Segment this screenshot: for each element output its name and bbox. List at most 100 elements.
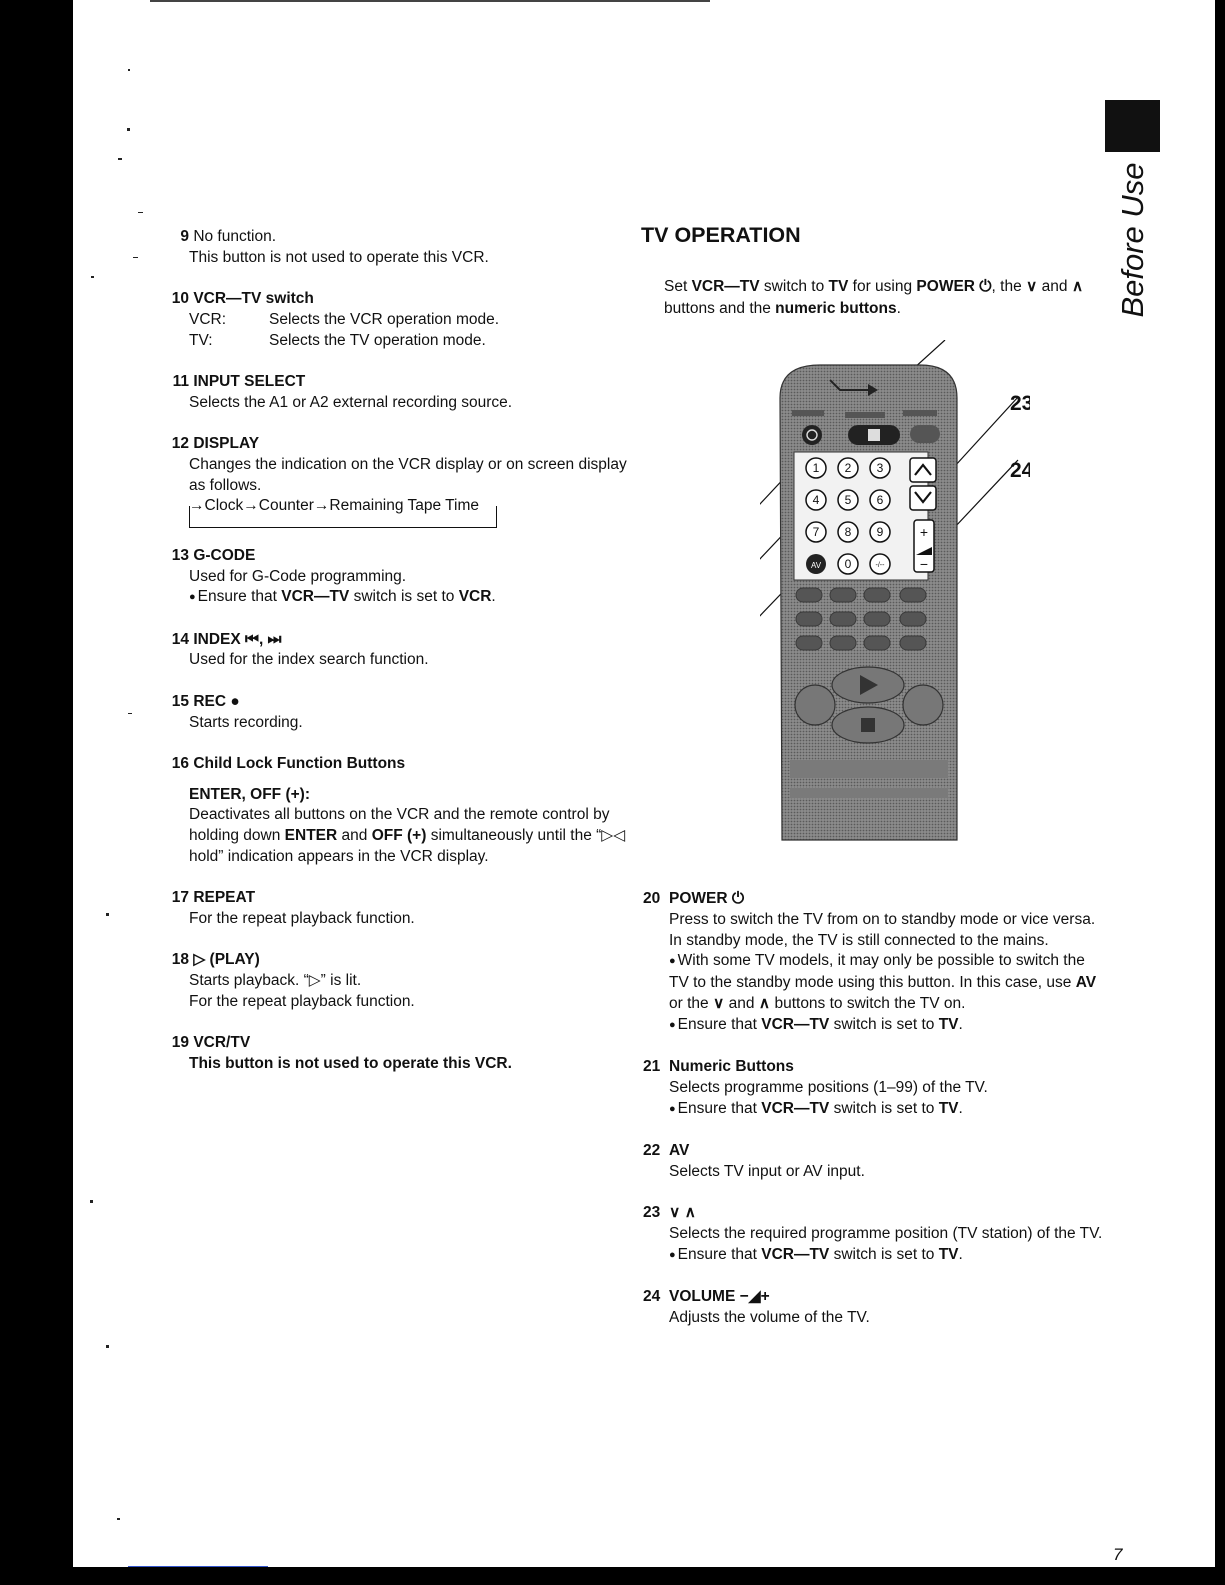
- callout-24: 24: [1010, 459, 1030, 482]
- bullet-note: Ensure that VCR—TV switch is set to TV.: [643, 1015, 1103, 1037]
- item-number: 17: [171, 889, 189, 907]
- key-3: 3: [877, 461, 884, 475]
- section-tab-block: [1105, 100, 1160, 152]
- item-text: Adjusts the volume of the TV.: [669, 1308, 870, 1326]
- item-text: For the repeat playback function.: [189, 910, 415, 928]
- scan-speck: [91, 276, 94, 278]
- key-1: 1: [813, 461, 820, 475]
- scan-edge-top: [150, 0, 710, 2]
- scan-speck: [127, 128, 130, 131]
- item-number: 20: [643, 890, 661, 907]
- item-number: 15: [171, 692, 189, 710]
- item-11: 11 INPUT SELECT Selects the A1 or A2 ext…: [163, 372, 633, 414]
- key-9: 9: [877, 525, 884, 539]
- def-key: TV:: [189, 331, 213, 349]
- item-title: G-CODE: [193, 546, 256, 564]
- item-title: AV: [669, 1141, 690, 1159]
- item-title: ▷ (PLAY): [193, 951, 260, 969]
- item-19: 19 VCR/TV This button is not used to ope…: [163, 1033, 633, 1075]
- item-number: 10: [171, 290, 189, 308]
- channel-down-key: [909, 485, 937, 511]
- item-text: Selects TV input or AV input.: [669, 1162, 865, 1180]
- item-title: Child Lock Function Buttons: [193, 754, 406, 772]
- scan-speck: [118, 158, 122, 160]
- item-17: 17 REPEAT For the repeat playback functi…: [163, 888, 633, 930]
- item-number: 11: [172, 372, 189, 390]
- item-number: 13: [171, 546, 189, 564]
- bullet-note: Ensure that VCR—TV switch is set to VCR.: [163, 587, 633, 609]
- scan-speck: [117, 1518, 120, 1520]
- item-subhead: ENTER, OFF (+):: [189, 785, 310, 803]
- item-number: 22: [643, 1141, 661, 1159]
- def-value: Selects the TV operation mode.: [269, 331, 486, 349]
- key-7: 7: [813, 525, 820, 539]
- key-0: 0: [845, 557, 852, 571]
- item-number: 23: [643, 1204, 661, 1222]
- item-text: Press to switch the TV from on to standb…: [669, 910, 1096, 949]
- item-15: 15 REC ● Starts recording.: [163, 692, 633, 734]
- display-cycle-loop: [189, 506, 498, 529]
- section-tab-label: Before Use: [1115, 162, 1150, 318]
- scan-speck: [106, 1345, 109, 1348]
- item-title: ∨ ∧: [669, 1204, 696, 1222]
- bullet-note: With some TV models, it may only be poss…: [643, 951, 1103, 1014]
- def-key: VCR:: [189, 310, 227, 328]
- scan-blue-line: [128, 1566, 268, 1567]
- scan-speck: [138, 212, 143, 213]
- volume-key: [913, 519, 935, 573]
- page-number: 7: [1113, 1545, 1123, 1564]
- display-cycle: →Clock→Counter→Remaining Tape Time: [189, 496, 498, 529]
- item-title: VCR—TV switch: [193, 290, 314, 308]
- tv-operation-intro: Set VCR—TV switch to TV for using POWER …: [664, 278, 1084, 317]
- item-9: 9 No function. This button is not used t…: [163, 227, 633, 269]
- remote-control-illustration: 1 2 3 4 5 6 7 8 9 AV 0 -/-- + − 20 21 22: [760, 340, 1030, 841]
- key-av: AV: [811, 561, 822, 570]
- item-number: 14: [171, 630, 189, 648]
- item-12: 12 DISPLAY Changes the indication on the…: [163, 434, 633, 529]
- bullet-note: Ensure that VCR—TV switch is set to TV.: [643, 1245, 1103, 1267]
- key-4: 4: [813, 493, 820, 507]
- item-16: 16 Child Lock Function Buttons ENTER, OF…: [163, 754, 633, 868]
- power-key-icon: [802, 425, 822, 445]
- scan-speck: [133, 257, 138, 258]
- tv-operation-heading: TV OPERATION: [641, 223, 801, 247]
- item-text: Selects the A1 or A2 external recording …: [189, 393, 513, 411]
- scan-edge-bottom: [73, 1567, 1215, 1585]
- item-title: INPUT SELECT: [193, 372, 306, 390]
- volume-minus: −: [920, 556, 928, 572]
- item-number: 9: [180, 228, 189, 245]
- item-text: For the repeat playback function.: [189, 993, 415, 1011]
- key-dash: -/--: [876, 562, 886, 569]
- key-6: 6: [877, 493, 884, 507]
- item-22: 22 AV Selects TV input or AV input.: [643, 1141, 1103, 1183]
- item-number: 21: [643, 1058, 661, 1076]
- channel-up-key: [909, 457, 937, 483]
- item-title: No function.: [193, 228, 277, 245]
- def-value: Selects the VCR operation mode.: [269, 310, 500, 328]
- item-text: Changes the indication on the VCR displa…: [189, 455, 627, 494]
- display-cycle-text: →Clock→Counter→Remaining Tape Time: [189, 497, 480, 515]
- item-text: Selects the required programme position …: [669, 1224, 1103, 1242]
- scan-edge-right: [1215, 0, 1225, 1585]
- item-text: Selects programme positions (1–99) of th…: [669, 1078, 988, 1096]
- item-title: REPEAT: [193, 889, 256, 907]
- item-title: REC ●: [193, 692, 240, 710]
- scan-edge-left: [0, 0, 73, 1585]
- item-number: 18: [171, 951, 189, 969]
- item-title: DISPLAY: [193, 435, 260, 453]
- item-number: 19: [171, 1034, 189, 1052]
- key-5: 5: [845, 493, 852, 507]
- item-text: This button is not used to operate this …: [189, 248, 489, 266]
- scan-speck: [128, 713, 132, 714]
- item-text: Starts playback. “▷” is lit.: [189, 972, 362, 990]
- item-text: Used for the index search function.: [189, 651, 429, 669]
- item-10: 10 VCR—TV switch VCR: Selects the VCR ope…: [163, 289, 633, 351]
- left-column: 9 No function. This button is not used t…: [163, 227, 633, 1095]
- item-21: 21 Numeric Buttons Selects programme posi…: [643, 1057, 1103, 1120]
- scan-speck: [106, 913, 109, 916]
- item-18: 18 ▷ (PLAY) Starts playback. “▷” is lit.…: [163, 950, 633, 1012]
- item-title: Numeric Buttons: [669, 1058, 794, 1076]
